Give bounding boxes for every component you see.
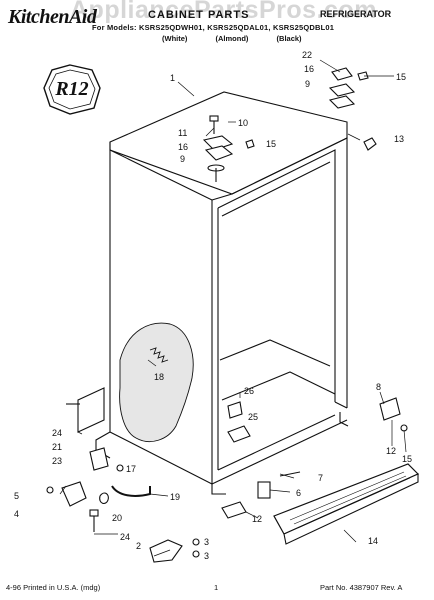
callout-25: 25 — [248, 412, 258, 422]
badge-text: R12 — [54, 78, 88, 100]
callout-19: 19 — [170, 492, 180, 502]
callout-15: 15 — [402, 454, 412, 464]
tube-assembly — [89, 485, 151, 532]
callout-5: 5 — [14, 491, 19, 501]
footer-part-number: Part No. 4387907 Rev. A — [320, 583, 403, 592]
callout-9: 9 — [305, 79, 310, 89]
brand-logo: KitchenAid — [8, 6, 97, 28]
callout-26: 26 — [244, 386, 254, 396]
callout-16: 16 — [304, 64, 314, 74]
footer-print-info: 4-96 Printed in U.S.A. (mdg) — [6, 583, 101, 592]
toe-grille — [273, 463, 420, 545]
lower-hinge-left — [46, 481, 109, 507]
callout-21: 21 — [52, 442, 62, 452]
lower-right-bracket — [379, 397, 408, 432]
callout-20: 20 — [112, 513, 122, 523]
callout-8: 8 — [376, 382, 381, 392]
color-black: (Black) — [276, 34, 302, 43]
color-row: (White) (Almond) (Black) — [162, 34, 328, 43]
callout-labels: 1 22 16 9 15 10 11 16 9 15 13 18 26 25 8… — [14, 50, 412, 561]
callout-10: 10 — [238, 118, 248, 128]
callout-4: 4 — [14, 509, 19, 519]
callout-6: 6 — [296, 488, 301, 498]
callout-15: 15 — [266, 139, 276, 149]
callout-11: 11 — [178, 128, 187, 138]
color-white: (White) — [162, 34, 188, 43]
callout-23: 23 — [52, 456, 62, 466]
lower-left-bracket — [66, 387, 124, 472]
color-almond: (Almond) — [215, 34, 249, 43]
page-title: CABINET PARTS — [148, 9, 250, 21]
callout-3: 3 — [204, 551, 209, 561]
callout-7: 7 — [318, 473, 323, 483]
upper-hinge-right — [328, 67, 377, 151]
callout-3: 3 — [204, 537, 209, 547]
callout-12: 12 — [252, 514, 262, 524]
callout-9: 9 — [180, 154, 185, 164]
callout-24: 24 — [120, 532, 130, 542]
lower-hinge-right — [149, 538, 200, 563]
roller-assembly — [221, 471, 301, 519]
appliance-type: REFRIGERATOR — [320, 9, 392, 19]
models-line: For Models: KSRS25QDWH01, KSRS25QDAL01, … — [92, 23, 335, 32]
callout-13: 13 — [394, 134, 404, 144]
footer-page-number: 1 — [214, 583, 219, 592]
callout-24: 24 — [52, 428, 62, 438]
base-fittings — [227, 401, 251, 443]
callout-14: 14 — [368, 536, 378, 546]
machine-compartment — [119, 322, 194, 442]
callout-12: 12 — [386, 446, 396, 456]
leader-lines — [59, 59, 407, 557]
callout-17: 17 — [126, 464, 136, 474]
callout-22: 22 — [302, 50, 312, 60]
callout-15: 15 — [396, 72, 406, 82]
watermark: AppliancePartsPros.com — [70, 0, 377, 24]
upper-hinge-left — [202, 115, 255, 182]
callout-18: 18 — [154, 372, 164, 382]
callout-16: 16 — [178, 142, 188, 152]
callout-1: 1 — [170, 73, 175, 83]
callout-2: 2 — [136, 541, 141, 551]
r12-badge: R12 — [43, 64, 101, 115]
